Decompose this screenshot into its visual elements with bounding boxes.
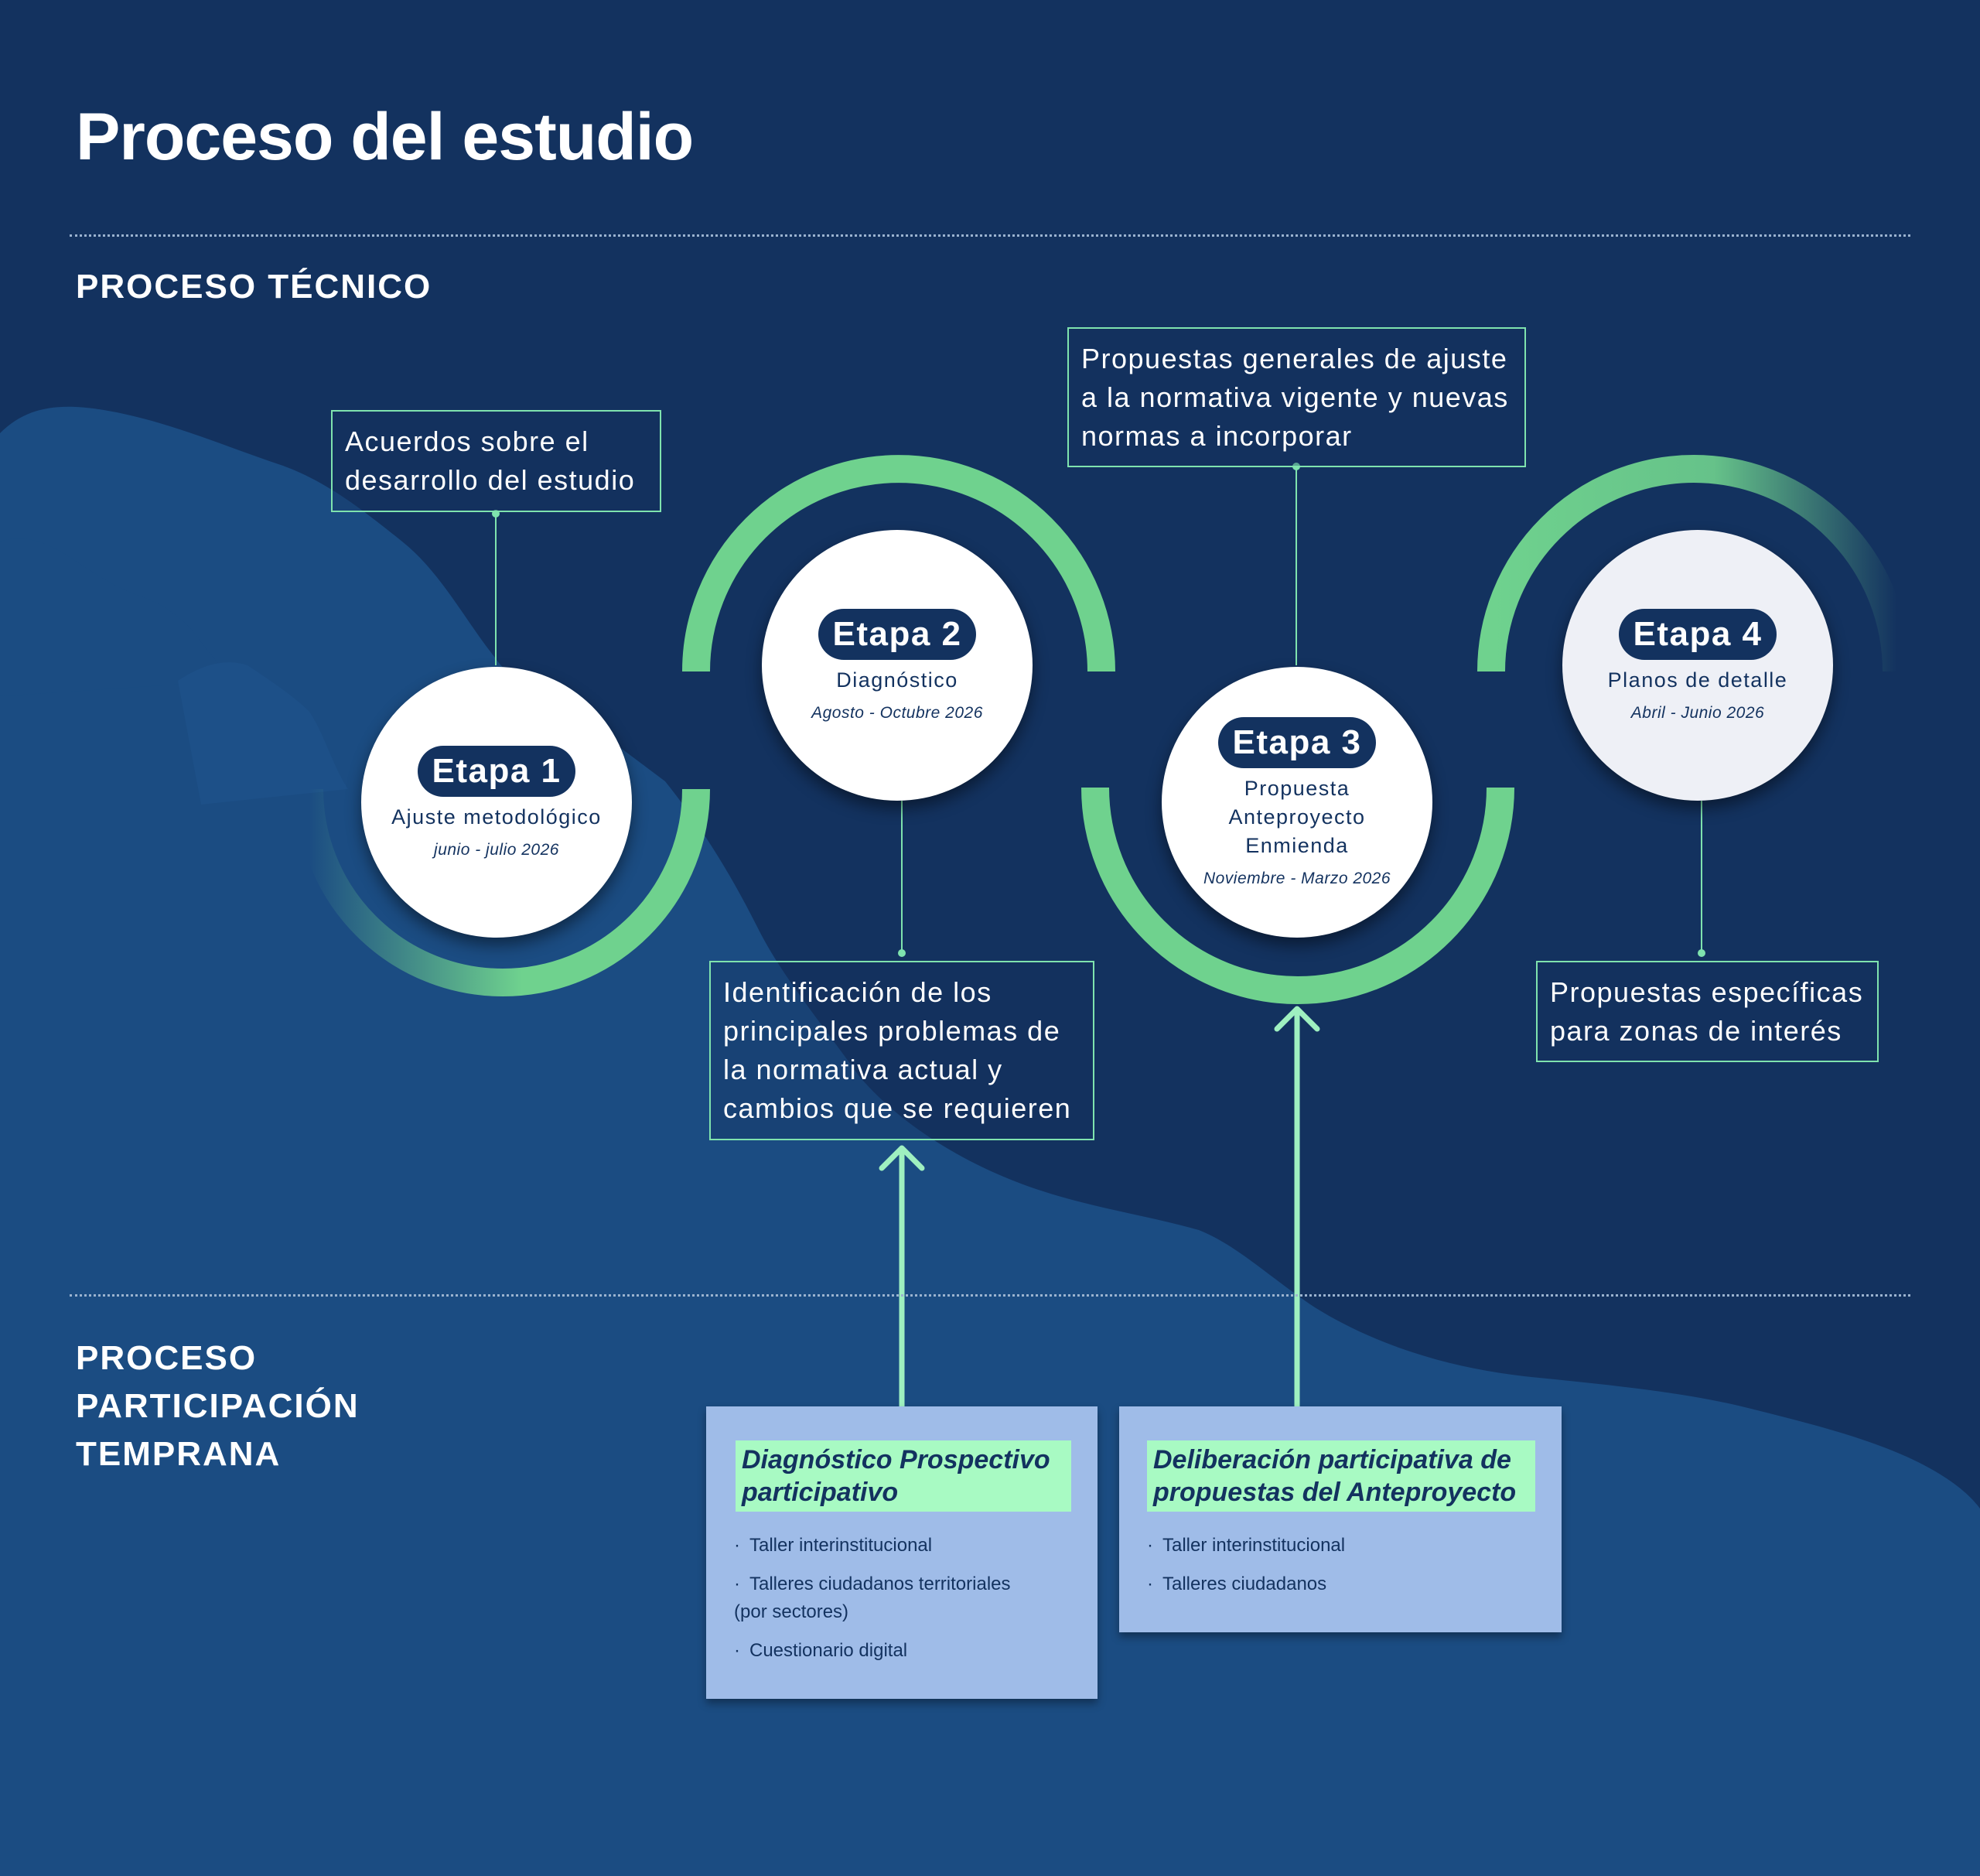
stage-4-circle: Etapa 4 Planos de detalle Abril - Junio … [1562,530,1833,801]
stage-4-badge: Etapa 4 [1619,608,1777,660]
stage3-arc [1081,787,1514,1004]
stage1-arc [295,788,710,996]
participation-arrow-1 [879,1145,925,1406]
participation-panel-deliberacion: Deliberación participativa de propuestas… [1119,1406,1562,1632]
list-item: ·Taller interinstitucional [1147,1535,1346,1556]
stage-3-name: Propuesta Anteproyecto Enmienda [1228,776,1366,857]
participation-panel-diagnostico: Diagnóstico Prospectivo participativo ·T… [706,1406,1098,1699]
stage2-outcome-box: Identificación de los principales proble… [709,961,1094,1140]
stage4-arc [1477,455,1910,672]
participation-panel-title: Deliberación participativa de propuestas… [1147,1440,1535,1512]
participation-panel-title: Diagnóstico Prospectivo participativo [736,1440,1071,1512]
stage-1-name: Ajuste metodológico [391,805,602,829]
stage-4-date: Abril - Junio 2026 [1630,703,1765,722]
stage1-outcome-box: Acuerdos sobre el desarrollo del estudio [331,410,661,512]
stage-3-badge: Etapa 3 [1218,716,1376,768]
stage-3-circle: Etapa 3 Propuesta Anteproyecto Enmienda … [1162,667,1432,938]
page-title: Proceso del estudio [76,100,694,174]
stage-2-date: Agosto - Octubre 2026 [811,703,983,722]
stage3-outcome-box: Propuestas generales de ajuste a la norm… [1067,327,1526,467]
list-item: ·Cuestionario digital [734,1640,908,1661]
participation-arrow-2 [1274,1006,1320,1406]
stage-3-date: Noviembre - Marzo 2026 [1203,869,1391,887]
participation-activity-list: ·Taller interinstitucional ·Talleres ciu… [1147,1532,1534,1609]
list-item: ·Taller interinstitucional [734,1535,933,1556]
top-divider [70,234,1910,237]
middle-divider [70,1294,1910,1297]
stage-1-badge: Etapa 1 [418,745,575,797]
list-item: ·Talleres ciudadanos [1147,1574,1327,1594]
section-label-technical: PROCESO TÉCNICO [76,268,432,306]
stage-4-name: Planos de detalle [1607,668,1788,692]
stage4-outcome-box: Propuestas específicas para zonas de int… [1536,961,1879,1062]
stage-2-badge: Etapa 2 [818,608,976,660]
list-item: ·Talleres ciudadanos territoriales(por s… [734,1574,1011,1622]
stage-2-name: Diagnóstico [836,668,958,692]
stage-1-date: junio - julio 2026 [434,840,559,859]
stage-2-circle: Etapa 2 Diagnóstico Agosto - Octubre 202… [762,530,1033,801]
stage2-arc [682,455,1115,672]
stage-1-circle: Etapa 1 Ajuste metodológico junio - juli… [361,667,632,938]
participation-activity-list: ·Taller interinstitucional ·Talleres ciu… [734,1532,1074,1676]
section-label-participation: PROCESO PARTICIPACIÓN TEMPRANA [76,1339,360,1473]
